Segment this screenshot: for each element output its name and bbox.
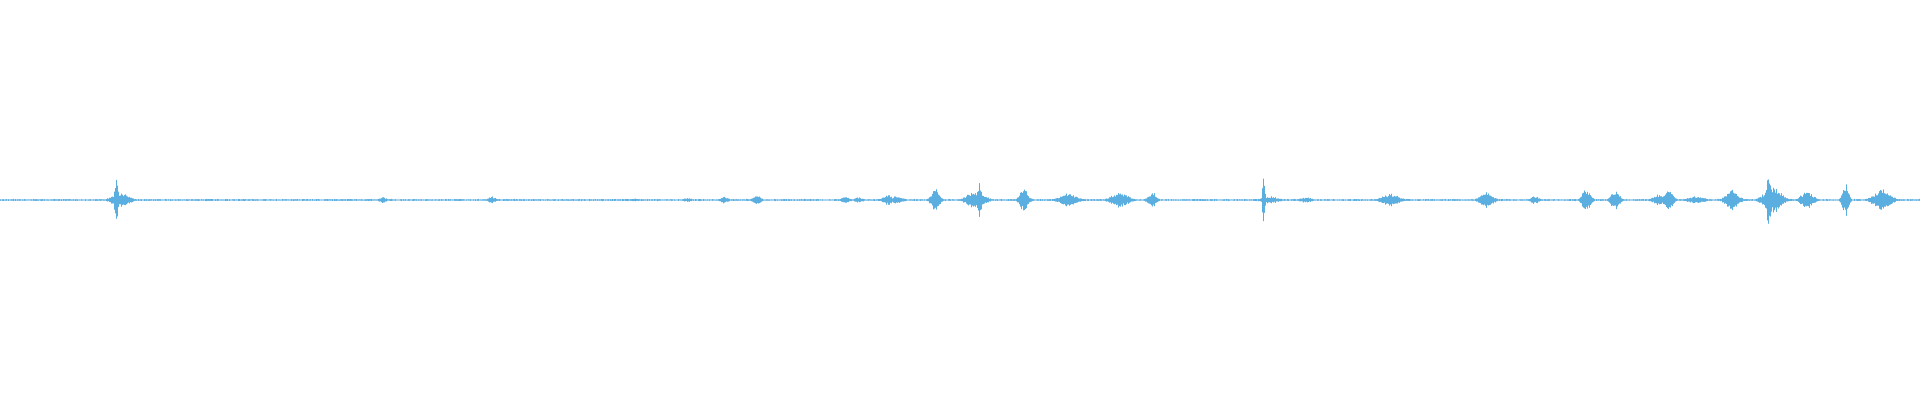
waveform-trace (0, 178, 1920, 224)
waveform-path (0, 178, 1920, 224)
